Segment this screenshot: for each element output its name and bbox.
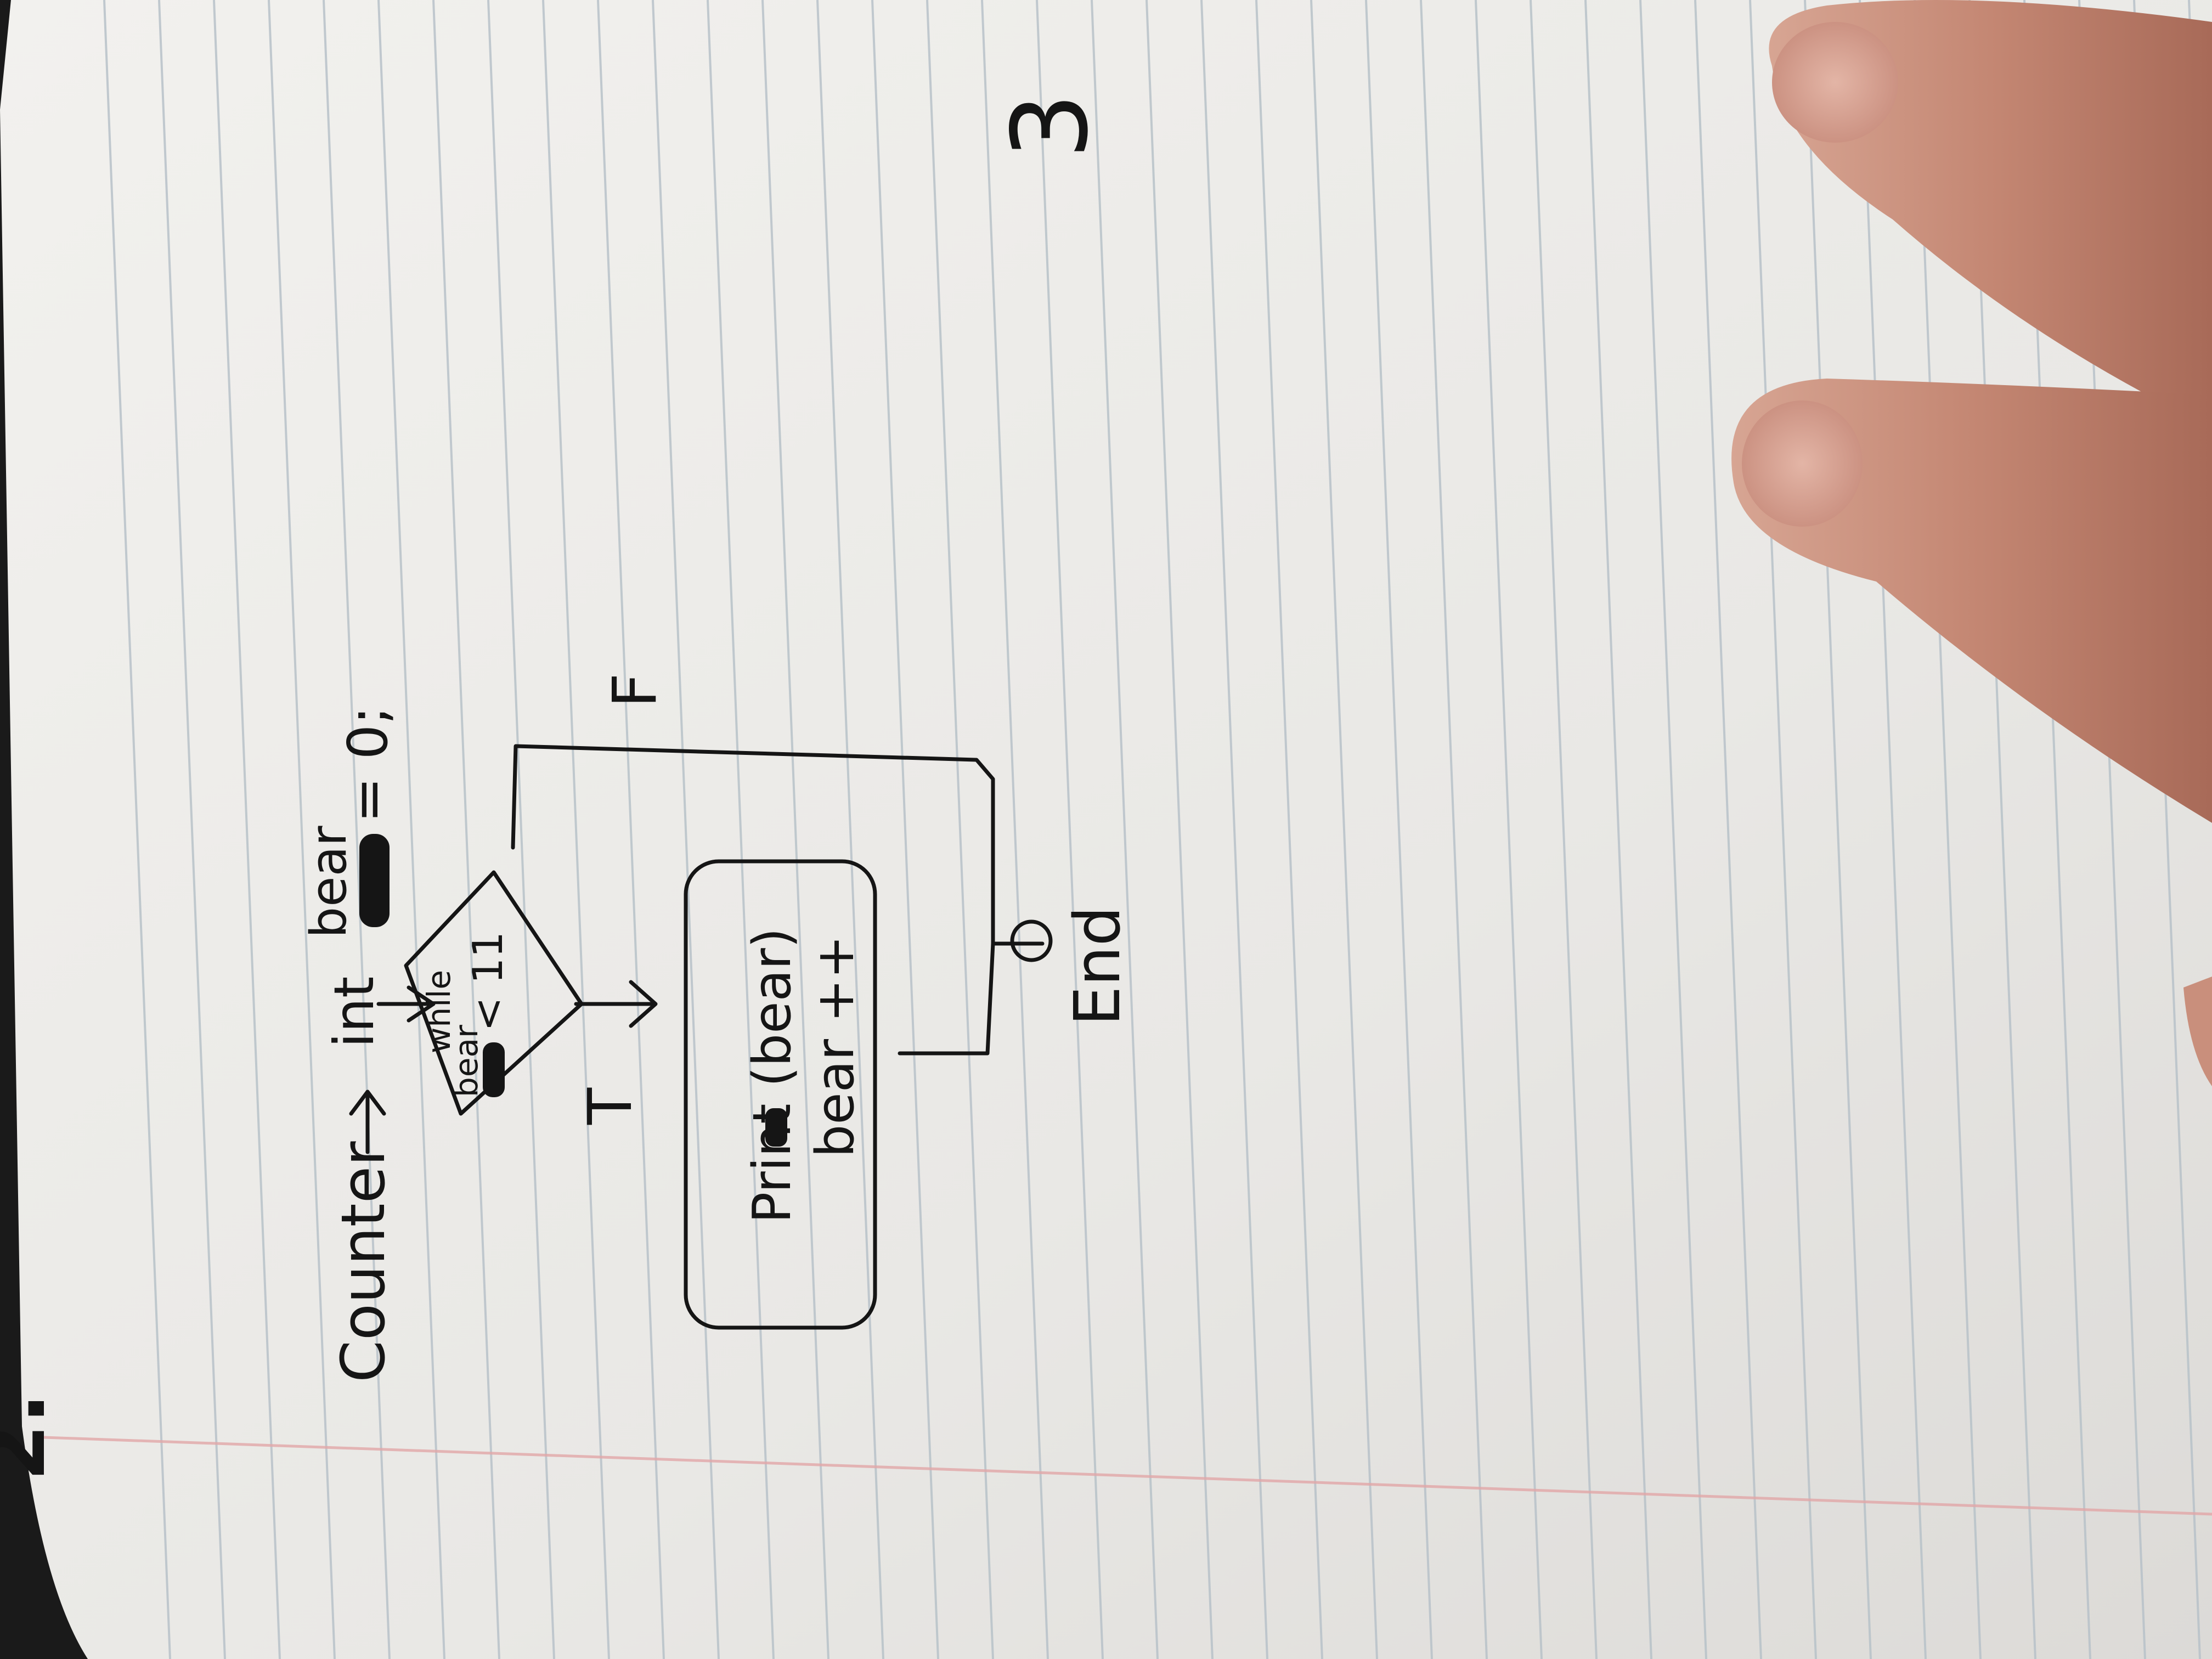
rule-line <box>1420 0 1488 1659</box>
rule-line <box>1255 0 1323 1659</box>
decision-bear: bear <box>448 1025 485 1097</box>
rule-line <box>1749 0 1817 1659</box>
page-number-2: 2. <box>0 1393 64 1481</box>
rule-line <box>1310 0 1378 1659</box>
rule-line <box>1584 0 1652 1659</box>
rule-line <box>1091 0 1159 1659</box>
loop-line <box>898 941 995 1056</box>
rule-line <box>1804 0 1872 1659</box>
scribble <box>359 834 390 927</box>
end-label: End <box>1061 906 1135 1026</box>
rule-line <box>213 0 281 1659</box>
rule-line <box>707 0 775 1659</box>
rule-line <box>103 0 171 1659</box>
rule-line <box>981 0 1049 1659</box>
arrow-counter-head <box>349 1090 386 1116</box>
counter-label: Counter <box>328 1141 398 1383</box>
rule-line <box>268 0 336 1659</box>
page-number-3: 3 <box>990 93 1111 159</box>
margin-line <box>43 1436 2212 1516</box>
fingernail-upper <box>1772 22 1898 143</box>
rule-line <box>652 0 720 1659</box>
rule-line <box>377 0 445 1659</box>
rule-line <box>487 0 555 1659</box>
rule-line <box>871 0 939 1659</box>
process-increment: bear ++ <box>805 935 866 1158</box>
init-assignment: = 0; <box>336 706 400 823</box>
false-label: F <box>600 673 670 708</box>
finger-tip-right <box>2183 977 2212 1086</box>
rule-line <box>761 0 830 1659</box>
decision-while: while <box>420 970 458 1053</box>
decision-comparison: < 11 <box>464 932 512 1031</box>
end-connector <box>1010 919 1053 962</box>
decision-diamond <box>404 870 584 1116</box>
rule-line <box>432 0 500 1659</box>
hand <box>1731 0 2212 1086</box>
false-branch-line <box>511 744 995 946</box>
rule-line <box>542 0 610 1659</box>
rule-line <box>1146 0 1214 1659</box>
true-label: T <box>575 1087 645 1125</box>
rule-line <box>1200 0 1268 1659</box>
init-variable: bear <box>300 826 358 938</box>
rule-line <box>597 0 665 1659</box>
process-box <box>684 859 877 1330</box>
rule-line <box>1859 0 1927 1659</box>
rule-line <box>158 0 226 1659</box>
rule-line <box>1036 0 1104 1659</box>
rule-line <box>1365 0 1433 1659</box>
process-print: Print (bear) <box>742 928 803 1223</box>
init-type: int <box>322 977 386 1048</box>
flowchart: Counter int bear = 0; while bear < 11 T … <box>300 673 1135 1383</box>
fingernail-lower <box>1742 400 1863 527</box>
rule-line <box>1694 0 1762 1659</box>
rule-line <box>926 0 994 1659</box>
rule-line <box>1639 0 1707 1659</box>
rule-line <box>816 0 884 1659</box>
scribble <box>765 1108 787 1147</box>
rule-line <box>1530 0 1598 1659</box>
rule-line <box>1475 0 1543 1659</box>
arrow-true-head <box>629 980 658 1028</box>
rule-line <box>323 0 391 1659</box>
scribble <box>483 1042 505 1097</box>
rule-line <box>1914 0 1982 1659</box>
